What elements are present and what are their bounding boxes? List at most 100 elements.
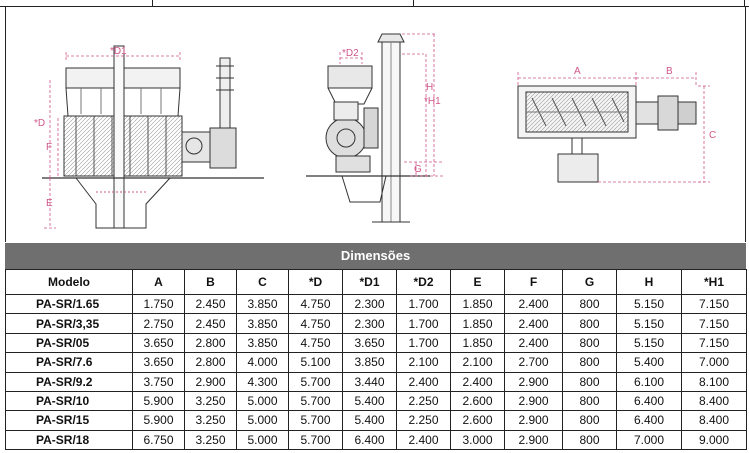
table-cell: 2.400 — [504, 293, 563, 315]
table-cell: 2.900 — [504, 429, 563, 451]
table-row: PA-SR/15 5.900 3.250 5.000 5.700 5.400 2… — [5, 410, 747, 431]
table-cell: 3.000 — [450, 429, 505, 451]
model-cell: PA-SR/10 — [5, 390, 133, 412]
dimensions-banner: Dimensões — [5, 243, 746, 269]
front-dim-f-label: F — [46, 142, 52, 153]
table-cell: 5.100 — [288, 352, 343, 373]
top-border — [0, 0, 749, 7]
table-cell: 2.700 — [504, 352, 563, 373]
table-cell: 7.150 — [681, 332, 747, 354]
table-cell: 8.400 — [681, 410, 747, 431]
top-dim-c-label: C — [709, 130, 716, 141]
model-cell: PA-SR/1.65 — [5, 293, 133, 315]
front-view-dimensions — [44, 52, 181, 229]
column-header: G — [562, 269, 617, 295]
table-cell: 5.000 — [236, 410, 289, 431]
model-cell: PA-SR/3,35 — [5, 313, 133, 334]
side-dim-h1-label: *H1 — [424, 96, 441, 107]
table-cell: 800 — [562, 313, 617, 334]
top-view-dimensions — [517, 72, 710, 183]
side-dim-h-label: H — [426, 82, 433, 93]
column-header: C — [236, 269, 289, 295]
table-cell: 5.900 — [132, 390, 185, 412]
table-cell: 2.600 — [450, 410, 505, 431]
table-cell: 800 — [562, 332, 617, 354]
table-cell: 8.400 — [681, 390, 747, 412]
table-cell: 4.300 — [236, 371, 289, 392]
table-cell: 2.450 — [184, 313, 237, 334]
table-cell: 1.700 — [396, 293, 451, 315]
top-dim-b-label: B — [666, 66, 673, 77]
table-cell: 2.400 — [504, 332, 563, 354]
table-cell: 6.400 — [616, 410, 682, 431]
top-border-tick — [152, 0, 153, 6]
table-cell: 800 — [562, 371, 617, 392]
column-header: Modelo — [5, 269, 133, 295]
table-row: PA-SR/1.65 1.750 2.450 3.850 4.750 2.300… — [5, 293, 747, 315]
table-cell: 2.400 — [396, 371, 451, 392]
table-cell: 3.850 — [236, 313, 289, 334]
top-border-tick — [413, 0, 414, 6]
table-cell: 3.850 — [236, 293, 289, 315]
table-cell: 1.850 — [450, 332, 505, 354]
table-cell: 7.000 — [616, 429, 682, 451]
table-cell: 3.250 — [184, 429, 237, 451]
table-cell: 3.650 — [132, 332, 185, 354]
technical-drawings: *D1 *D F E — [5, 6, 746, 242]
table-header-row: Modelo A B C *D *D1 *D2 E F G H *H1 — [5, 269, 747, 295]
front-dim-d1-label: *D1 — [110, 46, 127, 57]
model-cell: PA-SR/05 — [5, 332, 133, 354]
table-cell: 2.900 — [504, 390, 563, 412]
front-dim-d-label: *D — [34, 118, 45, 129]
table-cell: 2.250 — [396, 410, 451, 431]
table-cell: 5.400 — [342, 410, 397, 431]
table-row: PA-SR/9.2 3.750 2.900 4.300 5.700 3.440 … — [5, 371, 747, 392]
model-cell: PA-SR/15 — [5, 410, 133, 431]
front-dim-e-label: E — [46, 198, 53, 209]
table-cell: 2.400 — [450, 371, 505, 392]
table-cell: 1.700 — [396, 332, 451, 354]
column-header: *H1 — [681, 269, 747, 295]
table-cell: 2.400 — [504, 313, 563, 334]
table-cell: 2.800 — [184, 332, 237, 354]
table-cell: 1.850 — [450, 293, 505, 315]
table-cell: 8.100 — [681, 371, 747, 392]
table-cell: 2.100 — [450, 352, 505, 373]
table-cell: 800 — [562, 429, 617, 451]
table-cell: 5.150 — [616, 332, 682, 354]
table-cell: 5.150 — [616, 313, 682, 334]
table-cell: 4.750 — [288, 332, 343, 354]
model-cell: PA-SR/18 — [5, 429, 133, 451]
table-cell: 4.750 — [288, 313, 343, 334]
table-cell: 5.000 — [236, 429, 289, 451]
column-header: *D1 — [342, 269, 397, 295]
side-dim-g-label: G — [414, 164, 422, 175]
table-cell: 3.850 — [342, 352, 397, 373]
table-row: PA-SR/7.6 3.650 2.800 4.000 5.100 3.850 … — [5, 352, 747, 373]
table-cell: 5.700 — [288, 429, 343, 451]
drawing-canvas: *D1 *D F E — [34, 33, 716, 229]
table-cell: 2.300 — [342, 293, 397, 315]
table-row: PA-SR/18 6.750 3.250 5.000 5.700 6.400 2… — [5, 429, 747, 451]
table-cell: 2.400 — [396, 429, 451, 451]
table-cell: 2.900 — [504, 371, 563, 392]
table-cell: 2.900 — [504, 410, 563, 431]
column-header: A — [132, 269, 185, 295]
table-cell: 6.750 — [132, 429, 185, 451]
table-cell: 6.400 — [616, 390, 682, 412]
table-cell: 2.450 — [184, 293, 237, 315]
side-view-dimensions — [339, 33, 444, 177]
table-cell: 6.400 — [342, 429, 397, 451]
table-cell: 800 — [562, 352, 617, 373]
table-cell: 5.700 — [288, 390, 343, 412]
table-cell: 5.000 — [236, 390, 289, 412]
table-cell: 6.100 — [616, 371, 682, 392]
table-cell: 5.900 — [132, 410, 185, 431]
front-view-drawing — [42, 45, 264, 229]
table-cell: 2.600 — [450, 390, 505, 412]
table-cell: 7.150 — [681, 293, 747, 315]
column-header: *D2 — [396, 269, 451, 295]
table-cell: 2.250 — [396, 390, 451, 412]
table-row: PA-SR/3,35 2.750 2.450 3.850 4.750 2.300… — [5, 313, 747, 334]
